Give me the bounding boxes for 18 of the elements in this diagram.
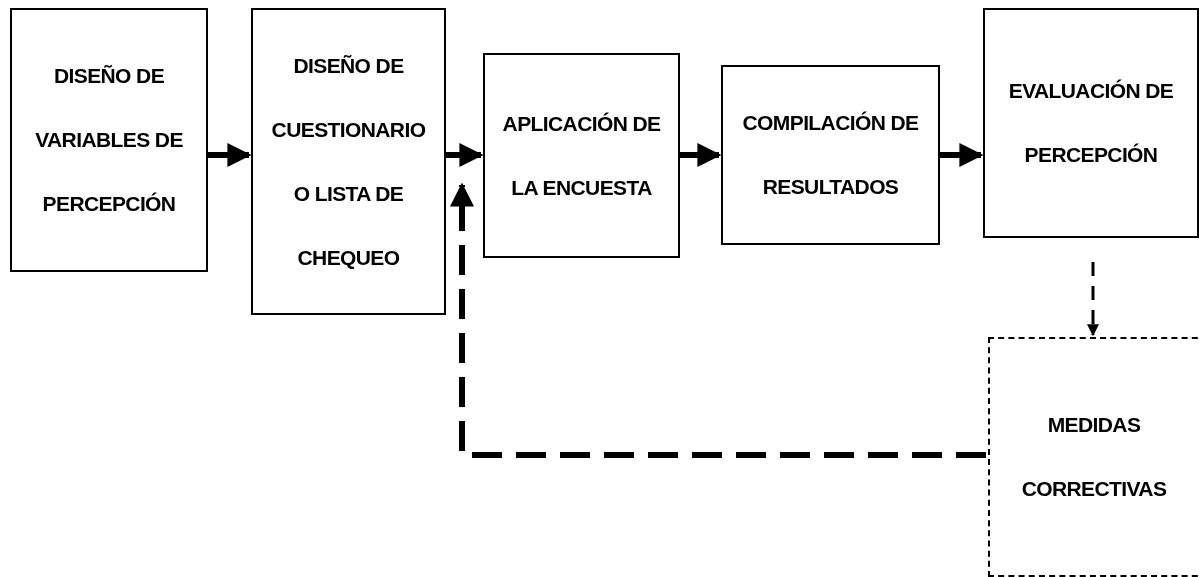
process-box [983,8,1199,238]
dashed-process-box [988,337,1199,577]
process-box [483,53,680,258]
dashed-arrow [1087,262,1099,337]
process-box [10,8,208,272]
box-label: APLICACIÓN DE LA ENCUESTA [501,110,662,201]
box-label: COMPILACIÓN DE RESULTADOS [741,110,920,200]
box-label: DISEÑO DE CUESTIONARIO O LISTA DE CHEQUEO [270,52,427,271]
process-box [721,65,940,245]
dashed-arrow [450,182,986,458]
process-box [251,8,446,315]
arrow [680,143,722,167]
arrow [446,143,484,167]
arrow [940,143,984,167]
box-label: EVALUACIÓN DE PERCEPCIÓN [1007,78,1175,168]
arrow [208,143,252,167]
box-label: MEDIDAS CORRECTIVAS [1020,412,1168,502]
box-label: DISEÑO DE VARIABLES DE PERCEPCIÓN [34,63,184,217]
